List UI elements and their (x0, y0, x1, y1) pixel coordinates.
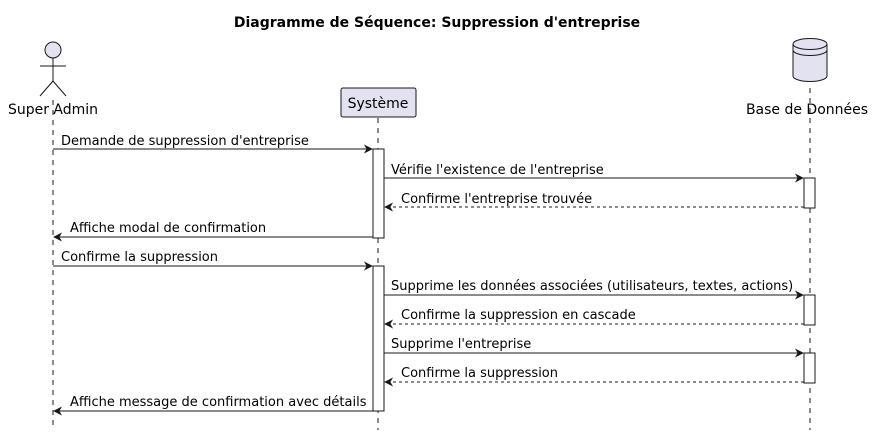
message-label: Affiche modal de confirmation (70, 221, 266, 236)
message-label: Demande de suppression d'entreprise (61, 134, 309, 149)
participant-box-system (340, 87, 417, 118)
participant-label-system: Système (348, 96, 409, 112)
message-label: Supprime les données associées (utilisat… (391, 279, 793, 294)
message-label: Confirme la suppression en cascade (401, 308, 636, 323)
participant-label-admin: Super Admin (8, 102, 98, 118)
message-label: Vérifie l'existence de l'entreprise (391, 163, 604, 178)
activation-db-1 (803, 177, 816, 209)
message-label: Supprime l'entreprise (391, 337, 531, 352)
participant-label-db: Base de Données (746, 102, 868, 118)
message-label: Affiche message de confirmation avec dét… (70, 395, 367, 410)
message-label: Confirme la suppression (401, 366, 558, 381)
message-label: Confirme l'entreprise trouvée (401, 192, 592, 207)
diagram-title: Diagramme de Séquence: Suppression d'ent… (234, 15, 640, 31)
activation-db-3 (803, 352, 816, 384)
actor-icon (39, 41, 67, 97)
activation-system-1 (372, 148, 385, 239)
activation-system-2 (372, 265, 385, 412)
message-label: Confirme la suppression (61, 250, 218, 265)
activation-db-2 (803, 294, 816, 326)
database-icon (792, 38, 828, 82)
